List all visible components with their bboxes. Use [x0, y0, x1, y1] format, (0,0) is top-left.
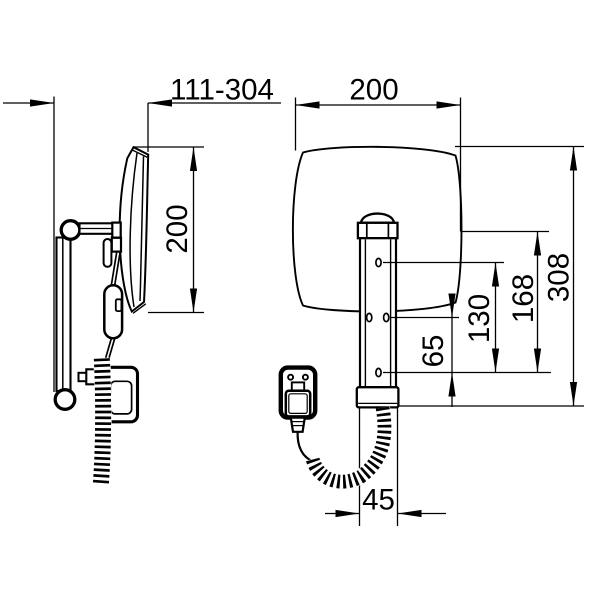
plug-pin-hole-left	[287, 373, 295, 381]
arrowhead	[448, 372, 456, 397]
pivot-knob-top	[59, 219, 82, 241]
pendant-switch-toggle	[114, 298, 123, 312]
plain-cable-segment	[296, 431, 314, 463]
dim-label-upper-hole-spacing: 130	[463, 294, 496, 343]
arrowhead	[533, 231, 542, 256]
plug-top-notch	[290, 381, 306, 392]
dim-label-mirror-width: 200	[349, 74, 398, 107]
spiral-cable-front	[305, 406, 392, 489]
dimensions-side: 111-304 200	[3, 74, 281, 314]
arrowhead	[569, 382, 578, 406]
plug-pin-hole-right	[301, 373, 309, 381]
cable-lower-line	[108, 338, 116, 359]
plug-strain-relief	[289, 416, 307, 433]
dim-label-pivot-height: 168	[507, 274, 540, 323]
plug-front-window-inner	[288, 393, 308, 414]
mounting-hole-top	[375, 257, 382, 268]
mirror-hinge	[110, 236, 123, 253]
dim-label-extension-range: 111-304	[170, 74, 274, 107]
side-view	[53, 96, 150, 486]
plug-front-window	[284, 389, 312, 418]
mounting-hole-bottom	[375, 367, 382, 378]
arrowhead	[189, 288, 198, 313]
dim-label-overall-height: 308	[543, 253, 576, 302]
dim-label-base-width: 45	[362, 484, 395, 517]
mirror-back-inner-line	[129, 152, 138, 308]
mounting-hole-mid-left	[365, 312, 373, 323]
arrowhead	[397, 509, 422, 518]
pivot-hex-nut	[356, 221, 399, 240]
arrowhead	[448, 293, 456, 318]
front-view	[291, 145, 463, 409]
pivot-knob-bottom	[53, 388, 77, 411]
arrowhead	[569, 146, 578, 171]
arrowhead	[295, 101, 320, 109]
base-foot	[355, 386, 400, 409]
dimensions-front: 200 308 168 130 65 45	[294, 74, 584, 526]
arm-clamp	[111, 221, 122, 239]
arrowhead	[491, 262, 500, 287]
mirror-front-inner-line	[139, 156, 145, 302]
arrowhead	[491, 348, 500, 373]
arrowhead	[533, 348, 542, 373]
arrowhead	[148, 99, 172, 107]
front-plug-and-cable	[278, 365, 392, 490]
pivot-cap-dome	[359, 212, 396, 224]
arrowhead	[189, 147, 198, 171]
hinge-slider	[102, 238, 113, 268]
spiral-cable-front-fill	[305, 406, 392, 490]
mirror-bottom-bevel-line	[132, 303, 147, 314]
arrowhead	[436, 101, 461, 109]
power-plug-side-window	[109, 380, 133, 415]
mirror-top-bevel-line	[132, 149, 148, 158]
dim-label-mirror-height: 200	[161, 204, 194, 253]
spiral-cable-side	[92, 358, 112, 486]
dim-label-lower-hole-spacing: 65	[417, 335, 450, 368]
mounting-hole-mid-right	[382, 312, 390, 323]
arrowhead	[335, 509, 360, 518]
cable-upper-line	[110, 251, 118, 287]
cable-upper-line	[113, 251, 122, 287]
cable-lower-line	[104, 338, 113, 359]
arrowhead	[30, 99, 54, 107]
